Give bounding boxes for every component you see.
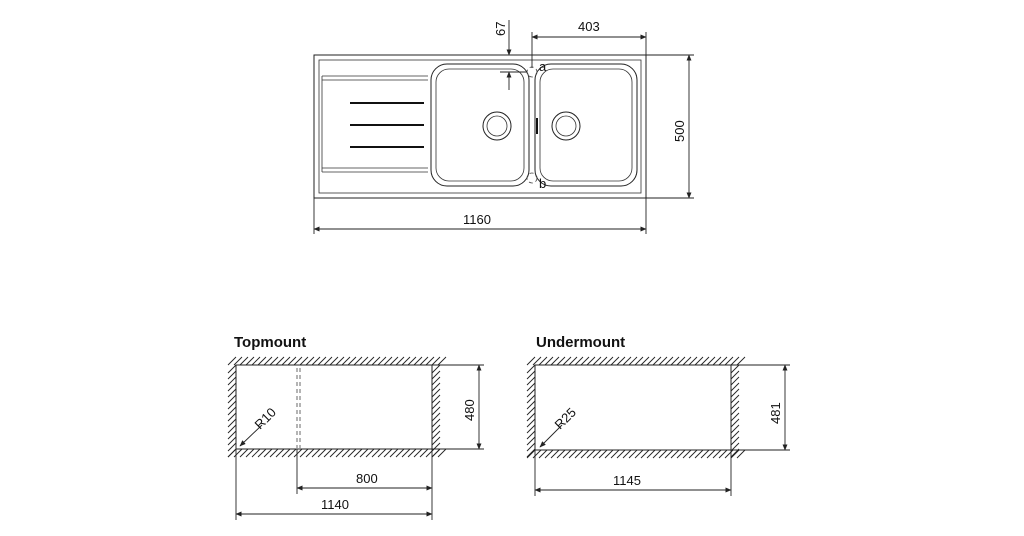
dim-403: 403 (578, 19, 600, 34)
left-bowl (430, 63, 530, 187)
sink-outer-rim (313, 54, 647, 199)
drainboard (321, 75, 428, 173)
dim-1140: 1140 (321, 497, 349, 512)
dim-1145: 1145 (613, 473, 641, 488)
dim-800: 800 (356, 471, 378, 486)
dim-481: 481 (768, 402, 783, 424)
undermount-title: Undermount (536, 334, 625, 351)
undermount-radius: R25 (552, 405, 579, 432)
left-drain (482, 111, 512, 141)
sink-inner-rim (318, 59, 642, 194)
label-a: a (539, 59, 547, 74)
dim-67: 67 (493, 22, 508, 36)
topmount-radius: R10 (252, 405, 279, 432)
tap-hole-b (526, 172, 538, 184)
sink-top-view: a b 403 67 500 1160 (313, 19, 694, 234)
label-b: b (539, 176, 546, 191)
right-bowl (534, 63, 638, 187)
undermount-hatch (526, 356, 746, 459)
topmount-title: Topmount (234, 334, 306, 351)
topmount-hatch (227, 356, 447, 458)
dim-480: 480 (462, 399, 477, 421)
undermount-cutout: Undermount R25 481 1145 (526, 334, 790, 496)
dim-1160: 1160 (463, 212, 491, 227)
right-drain (551, 111, 581, 141)
topmount-cutout: Topmount R10 480 800 1140 (227, 334, 484, 520)
dim-500: 500 (672, 120, 687, 142)
